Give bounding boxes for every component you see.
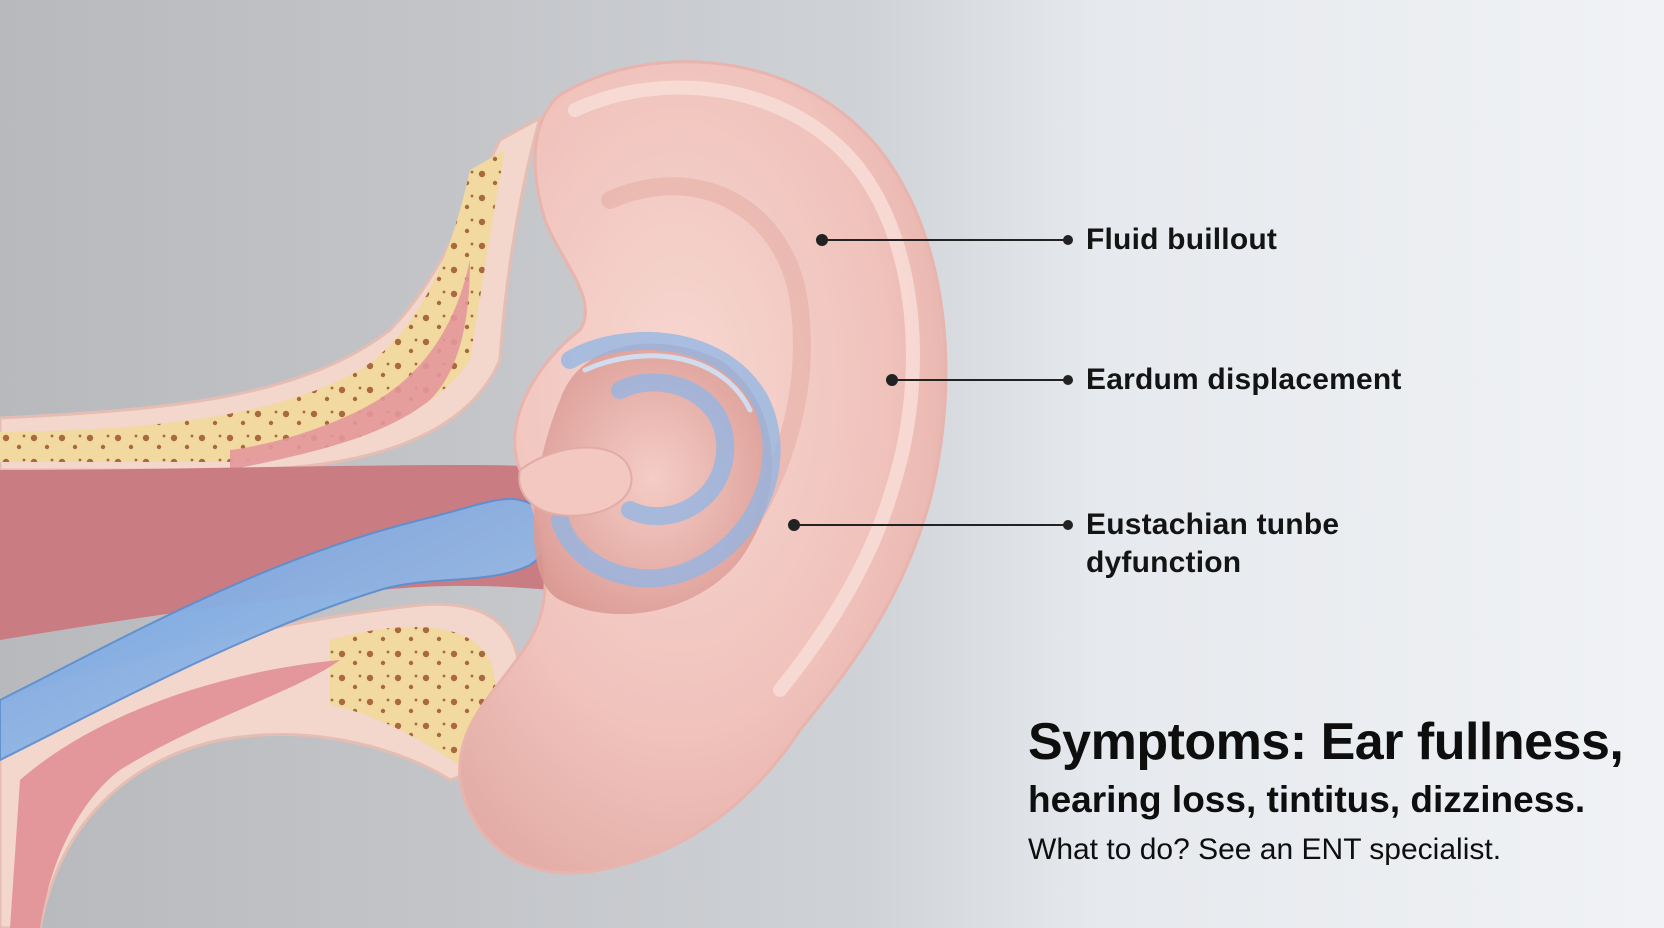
leader-eardrum-dot-end xyxy=(1063,375,1073,385)
callout-eustachian-line2: dyfunction xyxy=(1086,546,1242,579)
leader-eustachian-dot-start xyxy=(788,519,800,531)
leader-fluid-dot-start xyxy=(816,234,828,246)
lower-bone-layer xyxy=(330,626,496,765)
upper-bone-layer xyxy=(0,150,505,462)
helix-rim xyxy=(568,80,920,697)
symptoms-block: Symptoms: Ear fullness, hearing loss, ti… xyxy=(1028,710,1648,874)
symptoms-advice: What to do? See an ENT specialist. xyxy=(1028,833,1502,866)
tragus xyxy=(518,446,633,517)
symptoms-heading: Symptoms: Ear fullness, xyxy=(1028,713,1624,771)
upper-tissue-layer xyxy=(230,260,470,470)
callout-eustachian-line1: Eustachian tunbe xyxy=(1086,508,1340,541)
leader-eardrum-dot-start xyxy=(886,374,898,386)
fluid-swirl xyxy=(551,332,781,588)
leader-eustachian-dot-end xyxy=(1063,520,1073,530)
leader-fluid-dot-end xyxy=(1063,235,1073,245)
lower-tissue-layer xyxy=(10,660,340,928)
callout-eustachian: Eustachian tunbe dyfunction xyxy=(1086,506,1339,582)
symptoms-list: hearing loss, tintitus, dizziness. xyxy=(1028,779,1586,820)
callout-eardrum: Eardum displacement xyxy=(1086,363,1402,396)
callout-leaders xyxy=(788,234,1073,531)
callout-fluid: Fluid buillout xyxy=(1086,223,1278,256)
fluid-swirl-highlight xyxy=(582,353,753,413)
